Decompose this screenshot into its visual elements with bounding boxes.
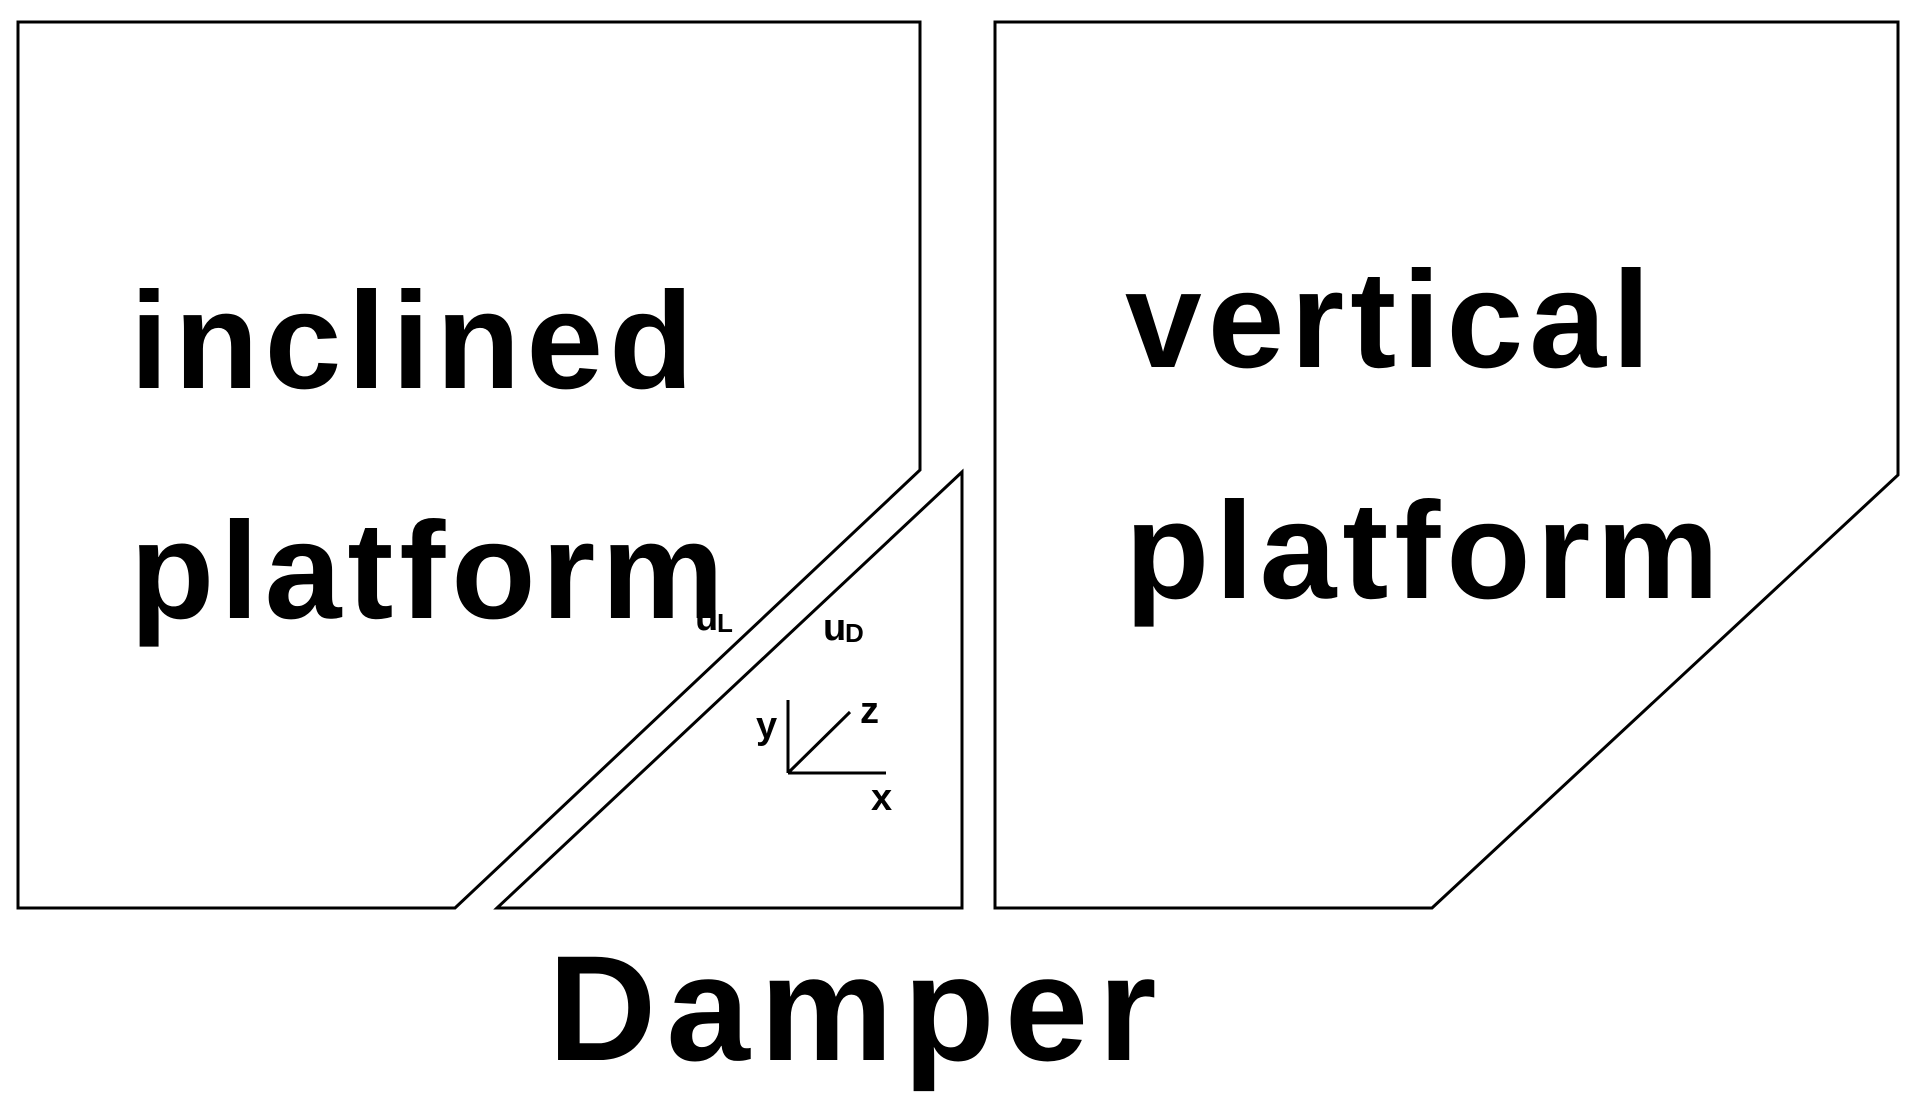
z-axis-line (786, 710, 852, 775)
inclined-platform-block (16, 20, 922, 910)
inclined-platform-label-line1: inclined (130, 264, 699, 418)
vertical-platform-label-line1: vertical (1125, 243, 1656, 397)
vertical-platform-block (993, 20, 1900, 910)
vertical-platform-label-line2: platform (1125, 474, 1725, 628)
damper-label: Damper (548, 924, 1167, 1092)
displacement-label-uL: u L (695, 597, 733, 639)
z-axis-label: z (860, 690, 879, 732)
x-axis-label: x (871, 777, 892, 819)
displacement-label-uD: u D (823, 607, 864, 649)
damper-wedge (493, 468, 964, 910)
displacement-symbol: u (823, 607, 846, 649)
y-axis-label: y (756, 705, 777, 747)
inclined-platform-label-line2: platform (130, 494, 730, 648)
displacement-subscript: L (717, 608, 733, 638)
displacement-subscript: D (845, 618, 864, 648)
displacement-symbol: u (695, 597, 718, 639)
coordinate-axes: y z x (756, 690, 892, 819)
